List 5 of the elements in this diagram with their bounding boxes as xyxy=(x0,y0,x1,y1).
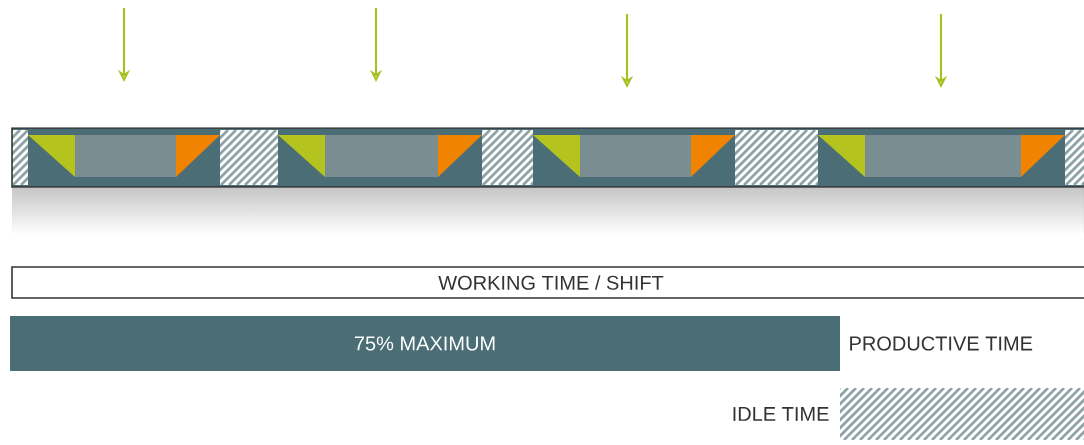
bar-caption: IDLE TIME xyxy=(733,407,829,421)
shift-box: WORKING TIME / SHIFT xyxy=(11,266,1084,299)
productive-bar: 75% MAXIMUM xyxy=(10,316,840,371)
bar-caption: PRODUCTIVE TIME xyxy=(850,336,1033,351)
idle-bar xyxy=(840,388,1084,440)
